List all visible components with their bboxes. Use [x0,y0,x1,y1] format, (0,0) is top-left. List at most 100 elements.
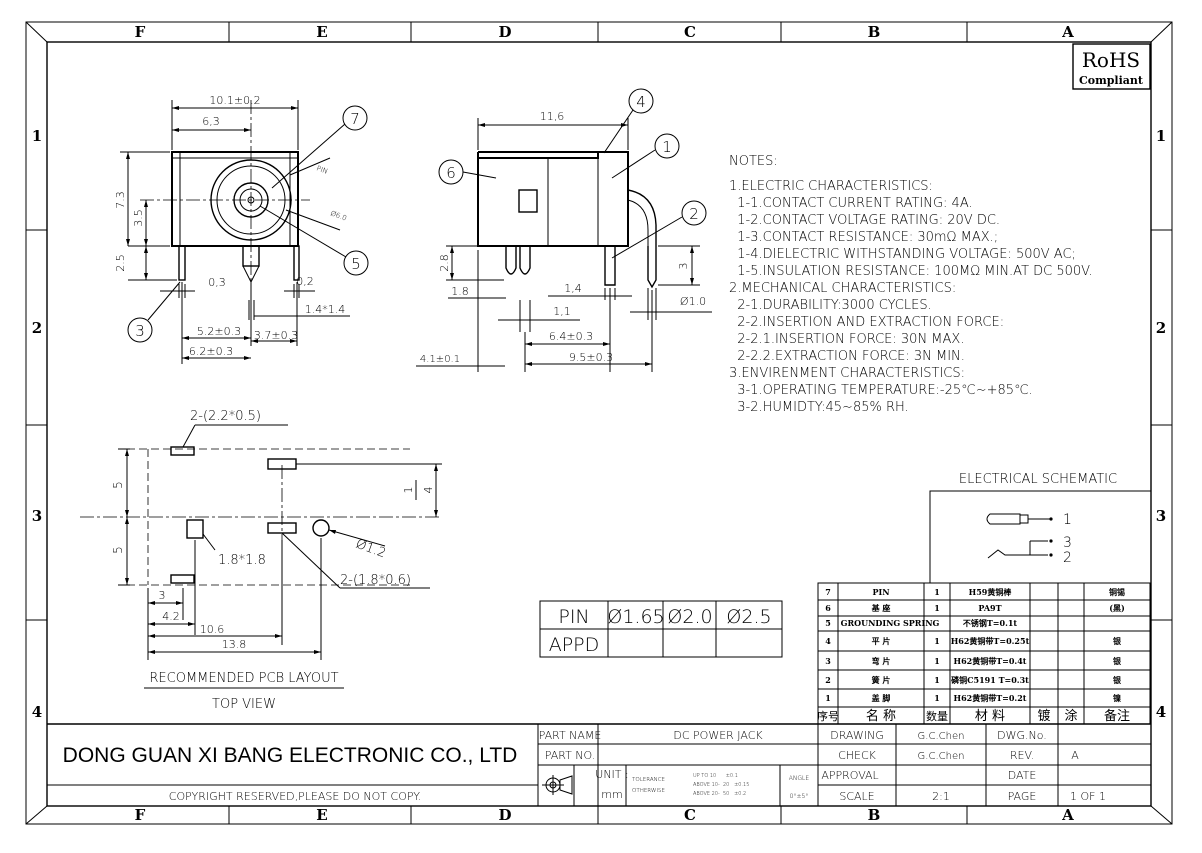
notes-line-8: 2-1.DURABILITY:3000 CYCLES. [729,298,932,313]
title-block: DONG GUAN XI BANG ELECTRONIC CO., LTD CO… [47,723,1151,806]
unit-label: UNIT : [595,768,628,781]
pin-table-d20: Ø2.0 [667,606,712,628]
pcb-subtitle: TOP VIEW [212,697,276,712]
col-label-e-top: E [316,23,327,41]
rev-label: REV. [1010,749,1034,762]
notes-block: NOTES: 1.ELECTRIC CHARACTERISTICS: 1-1.C… [729,154,1093,415]
angle-label: ANGLE [789,775,810,782]
schematic-pin-2: 2 [1063,550,1072,566]
tol-line-2: ABOVE 10- 20 ±0.15 [693,782,749,788]
balloon-1: 1 [662,138,672,156]
pcb-h138: 13.8 [222,638,247,651]
row-label-1-right: 1 [1156,127,1166,145]
col-label-e-bottom: E [316,806,327,824]
balloon-2: 2 [689,205,699,223]
bom-r7-no: 1 [825,693,831,703]
part-name-value: DC POWER JACK [673,729,763,742]
dim-pitch-c: 6.2±0.3 [189,345,233,358]
bom-r6-name: 簧 片 [872,675,891,685]
bom-r6-qty: 1 [934,675,940,685]
scale-label: SCALE [839,790,874,803]
bom-r5-no: 3 [825,656,831,666]
dim-right-height: 3 [677,263,690,270]
pcb-hole-dia: Ø1.2 [354,537,388,562]
rohs-subtitle: Compliant [1079,74,1144,87]
pin-table-d25: Ø2.5 [726,606,771,628]
col-label-f-top: F [135,23,146,41]
column-dividers [26,22,1172,824]
bom-r1-note: 铜锡 [1109,587,1125,597]
bom-r6-note: 银 [1112,675,1122,685]
bom-head-material: 材 料 [975,709,1005,724]
col-label-a-bottom: A [1061,806,1074,824]
notes-line-14: 3-2.HUMIDTY:45~85% RH. [729,400,909,415]
check-by: G.C.Chen [918,751,965,762]
schematic-pin-3: 3 [1063,535,1072,551]
bom-head-no: 序号 [817,709,839,723]
dim-length: 11,6 [540,110,565,123]
bom-r7-material: H62黄铜带T=0.2t [954,693,1027,703]
bom-r2-name: 基 座 [871,603,891,613]
dim-pitch-b: 3.7±0.3 [254,329,298,342]
side-view: 11,6 4 6 1 2 2.8 1.8 3 1,4 1,1 [416,88,712,372]
drawing-by: G.C.Chen [918,731,965,742]
balloon-4: 4 [636,93,646,111]
bom-table: 7 PIN 1 H59黄铜棒 铜锡 6 基 座 1 PA9T (黑) 5 GRO… [817,582,1151,725]
col-label-b-top: B [868,23,881,41]
dim-width-total: 10.1±0.2 [209,94,260,107]
otherwise-label: OTHERWISE [632,788,665,794]
notes-line-7: 2.MECHANICAL CHARACTERISTICS: [729,281,956,296]
label-dia: Ø6.0 [329,209,347,222]
dim-height-center: 3.5 [132,209,145,227]
bom-r3-no: 5 [825,618,831,628]
outer-frame [25,21,1173,825]
bom-r5-note: 银 [1112,656,1122,666]
bom-r7-qty: 1 [934,693,940,703]
pcb-v4: 4 [422,487,435,494]
approval-label: APPROVAL [821,769,878,782]
dim-d6: 4.1±0.1 [420,354,460,365]
check-label: CHECK [838,749,877,762]
bom-r7-name: 盖 脚 [872,693,891,703]
row-label-2-left: 2 [32,319,42,337]
notes-line-1: 1.ELECTRIC CHARACTERISTICS: [729,179,933,194]
rohs-stamp: RoHS Compliant [1072,43,1151,90]
balloon-6: 6 [446,164,456,182]
dim-pin-section: 1.4*1.4 [305,303,346,316]
row-label-4-right: 4 [1156,703,1166,721]
bom-r2-material: PA9T [978,603,1001,613]
balloon-3: 3 [135,322,145,340]
schematic-title: ELECTRICAL SCHEMATIC [959,472,1117,487]
bom-r4-no: 4 [825,636,831,646]
notes-line-3: 1-2.CONTACT VOLTAGE RATING: 20V DC. [729,213,1000,228]
col-label-d-bottom: D [498,806,511,824]
bom-head-coating: 涂 [1064,708,1077,724]
dwg-no-label: DWG.No. [997,729,1047,742]
bom-r4-name: 平 片 [872,636,891,646]
row-label-3-right: 3 [1156,507,1166,525]
company-name: DONG GUAN XI BANG ELECTRONIC CO., LTD [63,744,518,767]
label-pin: PIN [315,164,329,175]
angle-value: 0°±5° [790,793,809,800]
pcb-v1: 1 [402,487,415,494]
bom-r5-qty: 1 [934,656,940,666]
notes-line-9: 2-2.INSERTION AND EXTRACTION FORCE: [729,315,1004,330]
page-value: 1 OF 1 [1070,790,1106,803]
bom-r1-material: H59黄铜棒 [969,587,1013,597]
balloon-7: 7 [350,110,360,128]
pcb-h42: 4.2 [162,610,180,623]
bom-head-qty: 数量 [926,710,948,723]
row-label-4-left: 4 [32,703,42,721]
bom-r6-no: 2 [825,675,831,685]
inner-frame [46,41,1152,807]
dim-pin-thk-right: 0,2 [296,275,314,288]
dim-pin-thk-left: 0,3 [208,276,226,289]
drawing-label: DRAWING [830,729,883,742]
notes-line-5: 1-4.DIELECTRIC WITHSTANDING VOLTAGE: 500… [729,247,1076,262]
dim-d1: 1,4 [564,282,582,295]
bom-r1-no: 7 [825,587,831,597]
bom-r2-note: (黑) [1109,603,1125,613]
bom-r3-material: 不锈钢T=0.1t [963,618,1018,628]
date-label: DATE [1008,769,1037,782]
balloon-5: 5 [351,255,361,273]
